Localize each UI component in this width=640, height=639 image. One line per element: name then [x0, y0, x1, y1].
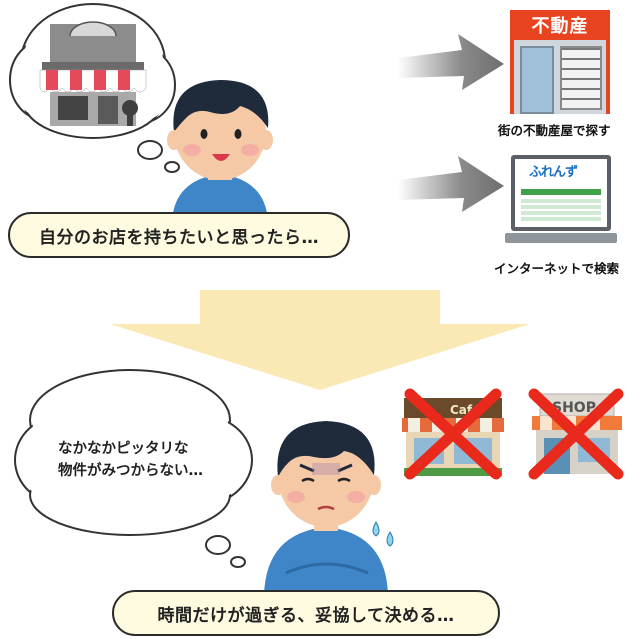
thought-line-2: 物件がみつからない… [58, 463, 203, 479]
down-arrow-icon [110, 290, 530, 390]
top-caption-text: 自分のお店を持ちたいと思ったら… [39, 227, 319, 248]
sweat-drops-icon [372, 521, 394, 547]
rejected-cafe: Cafe [398, 388, 508, 480]
arrow-right-icon [398, 34, 504, 90]
option-real-estate-label: 街の不動産屋で探す [498, 123, 611, 138]
rejected-shop: SHOP [526, 388, 626, 480]
shop-building-icon [39, 21, 147, 126]
bottom-caption: 時間だけが過ぎる、妥協して決める… [112, 590, 500, 636]
option-internet-label: インターネットで検索 [494, 261, 620, 276]
thought-text: なかなかピッタリな 物件がみつからない… [58, 438, 203, 482]
arrow-right-icon [398, 156, 504, 212]
real-estate-office-icon: 不動産 [510, 10, 610, 114]
laptop-icon: ふれんず [505, 155, 617, 251]
bottom-caption-text: 時間だけが過ぎる、妥協して決める… [157, 605, 455, 626]
shop-sign: SHOP [552, 400, 596, 416]
furenzu-logo: ふれんず [529, 165, 578, 180]
top-caption: 自分のお店を持ちたいと思ったら… [8, 212, 350, 258]
thought-line-1: なかなかピッタリな [58, 441, 189, 457]
cross-mark-icon [404, 388, 502, 480]
person-happy [167, 80, 273, 222]
cross-mark-icon [528, 388, 624, 480]
person-troubled [264, 421, 388, 595]
real-estate-sign: 不動産 [510, 10, 610, 40]
